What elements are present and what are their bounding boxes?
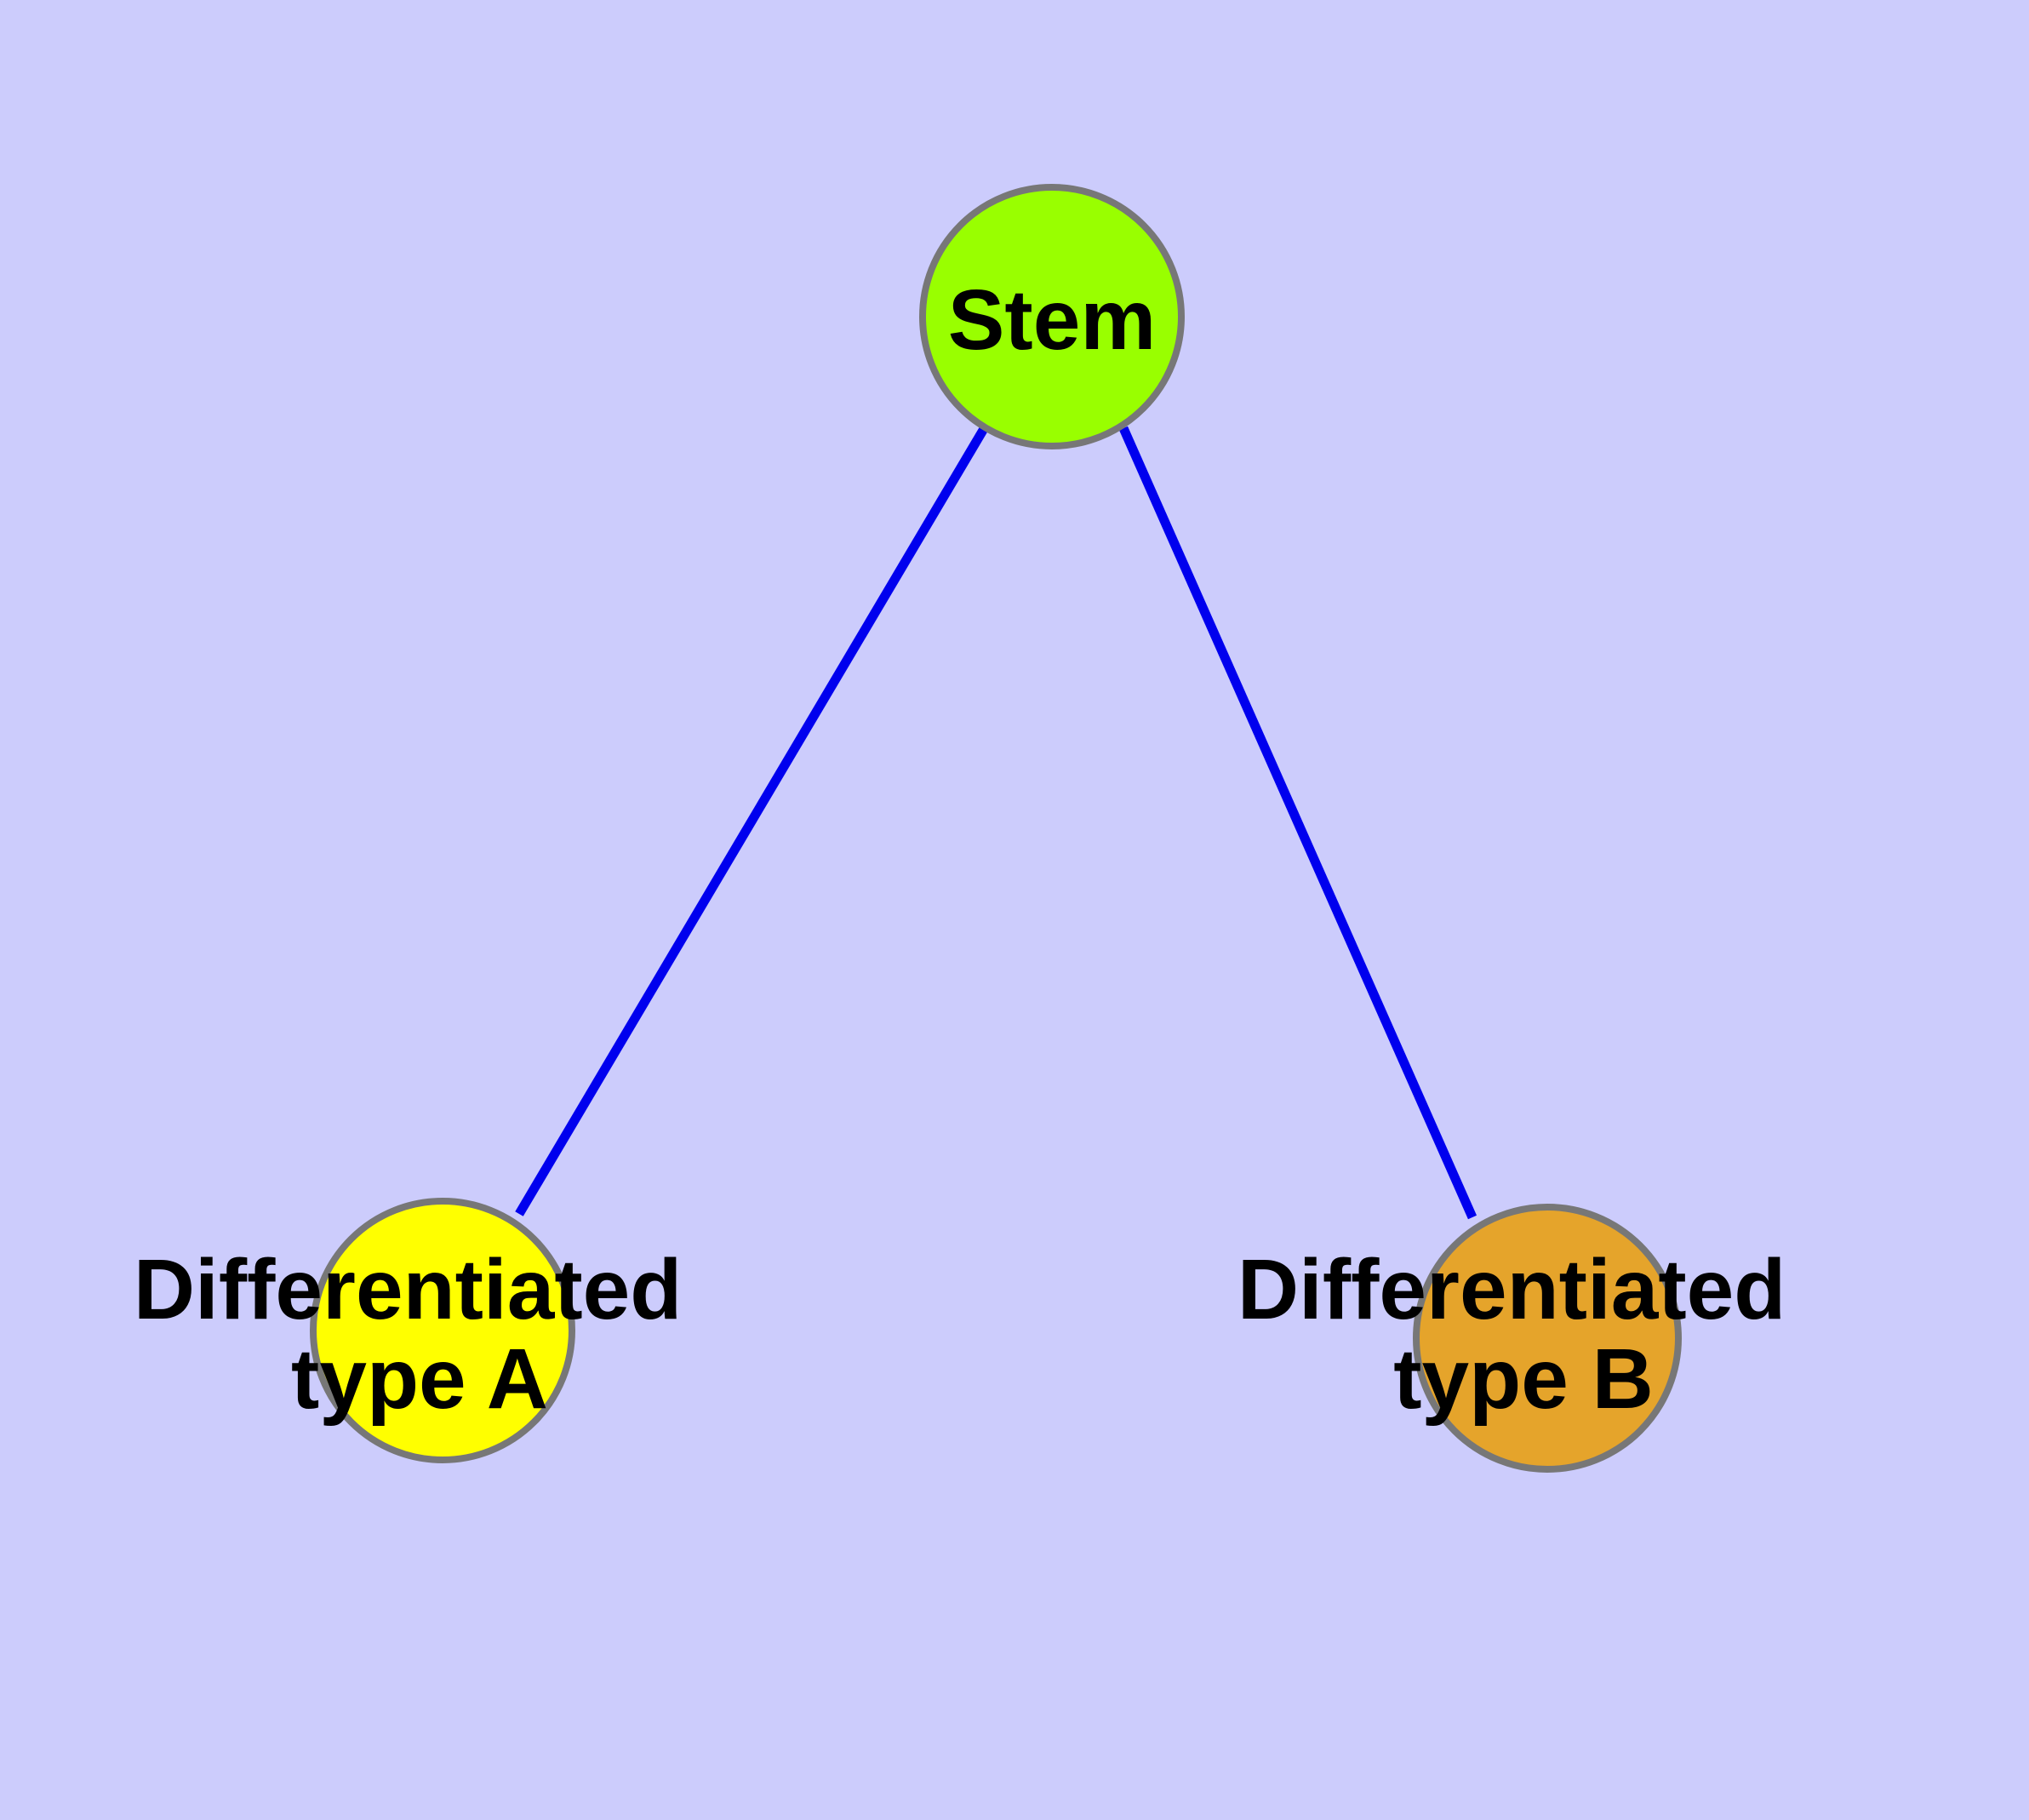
node-layer: [310, 184, 1682, 1473]
node-differentiated-type-b-label-line-1: Differentiated: [1237, 1242, 1786, 1337]
node-differentiated-type-a-circle[interactable]: [310, 1198, 575, 1463]
node-differentiated-type-a[interactable]: [310, 1198, 575, 1463]
edge-stem-to-type-b[interactable]: [1118, 426, 1477, 1220]
node-differentiated-type-b-label-line-2: type B: [1393, 1331, 1654, 1427]
node-differentiated-type-a-label: Differentiated type A: [134, 1242, 706, 1427]
node-stem[interactable]: [919, 184, 1185, 449]
node-differentiated-type-a-label-line-1: Differentiated: [134, 1242, 683, 1337]
node-differentiated-type-a-label-line-2: type A: [291, 1331, 548, 1427]
node-differentiated-type-b-circle[interactable]: [1413, 1204, 1682, 1473]
node-differentiated-type-b[interactable]: [1413, 1204, 1682, 1473]
edge-stem-to-type-a[interactable]: [515, 425, 989, 1216]
node-stem-label: Stem: [948, 272, 1157, 368]
edge-layer: [515, 425, 1477, 1220]
label-layer: Stem Differentiated type A Differentiate…: [134, 272, 1809, 1427]
node-stem-label-line-1: Stem: [948, 272, 1157, 368]
node-stem-circle[interactable]: [919, 184, 1185, 449]
node-differentiated-type-b-label: Differentiated type B: [1237, 1242, 1809, 1427]
